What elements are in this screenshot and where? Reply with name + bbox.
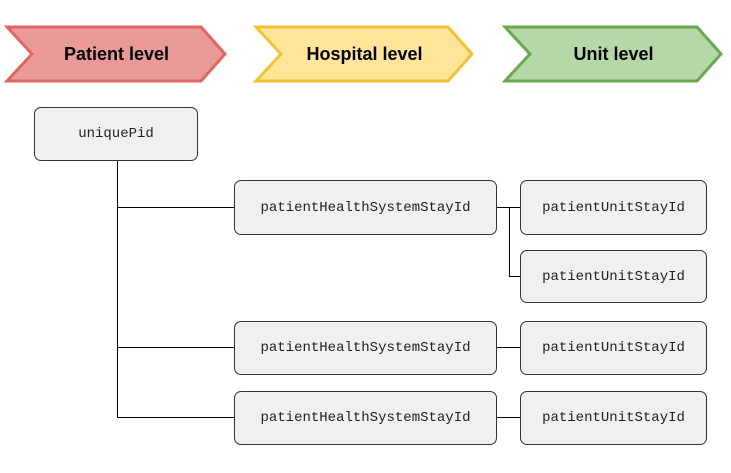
- hospital-level-label: Hospital level: [306, 43, 423, 64]
- stay-2-to-unit-connector: [497, 347, 520, 348]
- unit-level-label: Unit level: [573, 43, 654, 64]
- unit-stay-node-1b: patientUnitStayId: [520, 250, 707, 303]
- stay-3-to-unit-connector: [497, 417, 520, 418]
- unit-level-chevron: [501, 25, 724, 83]
- health-system-stay-node-1: patientHealthSystemStayId: [234, 180, 497, 235]
- unit-stay-node-1a: patientUnitStayId: [520, 180, 707, 235]
- unit-stay-node-3: patientUnitStayId: [520, 391, 707, 445]
- hospital-level-chevron: [252, 25, 475, 83]
- stay-1-branch-connector: [509, 207, 510, 277]
- patient-level-chevron: [3, 25, 228, 83]
- unit-stay-node-2: patientUnitStayId: [520, 321, 707, 375]
- level-banner: [3, 25, 724, 83]
- root-to-stay-2-connector: [117, 347, 234, 348]
- root-to-stay-1-connector: [117, 207, 234, 208]
- unique-pid-node: uniquePid: [34, 107, 198, 161]
- health-system-stay-node-2: patientHealthSystemStayId: [234, 321, 497, 375]
- root-trunk-connector: [117, 160, 118, 418]
- root-to-stay-3-connector: [117, 417, 234, 418]
- health-system-stay-node-3: patientHealthSystemStayId: [234, 391, 497, 445]
- stay-1-to-unit-2-connector: [509, 276, 520, 277]
- stay-1-to-unit-1-connector: [497, 207, 520, 208]
- patient-level-label: Patient level: [63, 43, 170, 64]
